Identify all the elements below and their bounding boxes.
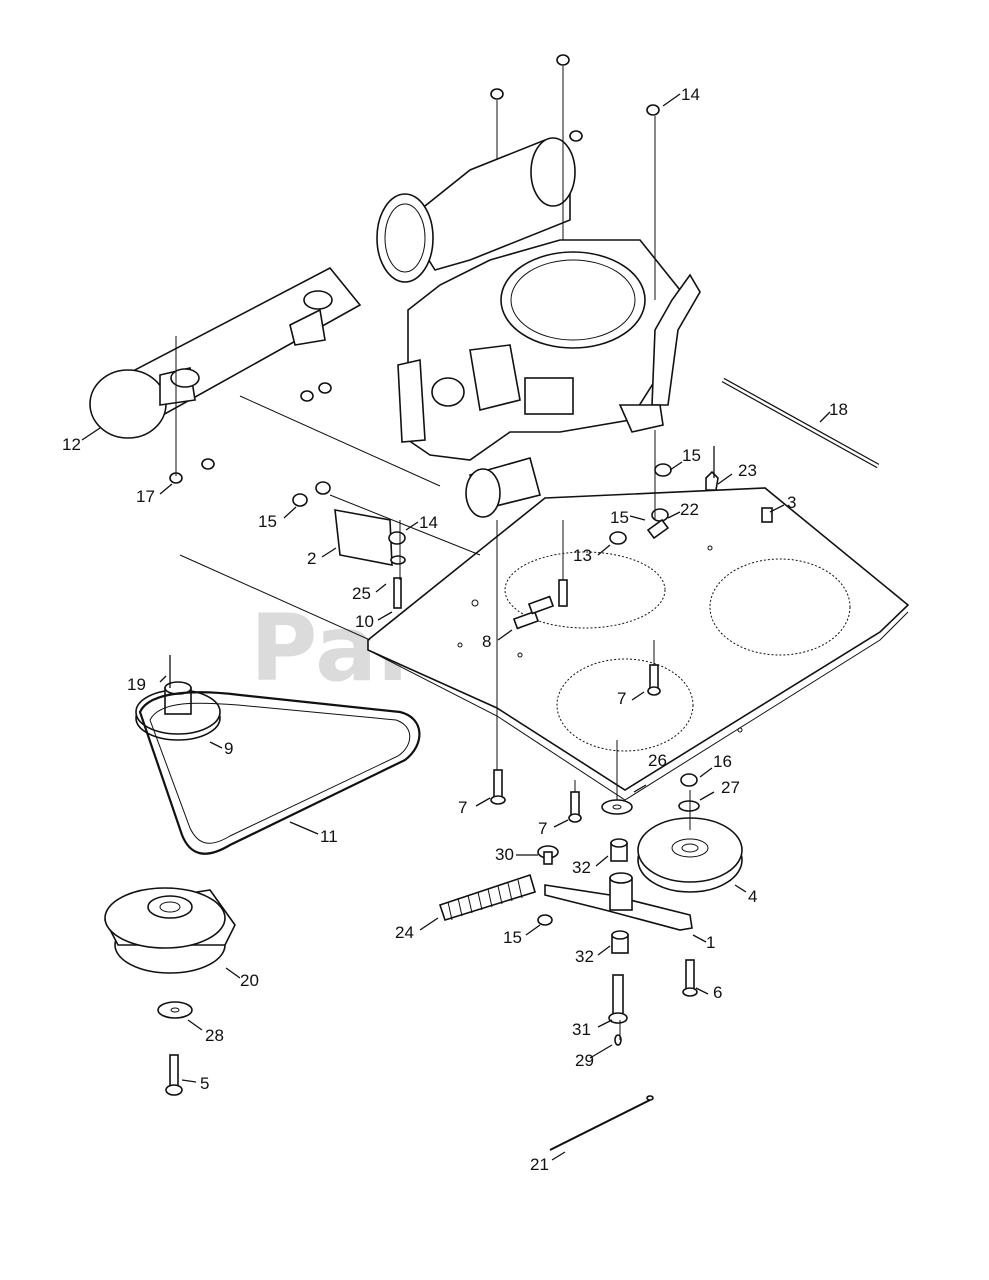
callout-9: 9 xyxy=(224,739,233,758)
small-hardware xyxy=(169,54,773,1151)
callout-13: 13 xyxy=(573,546,592,565)
electric-clutch xyxy=(104,887,236,974)
dipstick-tube xyxy=(721,377,880,469)
engine xyxy=(397,239,701,518)
engine-pulley xyxy=(135,681,221,741)
callouts: 1 2 3 4 5 6 7 7 7 8 9 10 11 12 13 14 14 … xyxy=(62,85,848,1174)
callout-6: 6 xyxy=(713,983,722,1002)
callout-8: 8 xyxy=(482,632,491,651)
center-lines xyxy=(175,66,691,1040)
tension-spring xyxy=(438,873,536,921)
callout-15d: 15 xyxy=(503,928,522,947)
callout-5: 5 xyxy=(200,1074,209,1093)
callout-20: 20 xyxy=(240,971,259,990)
callout-15a: 15 xyxy=(258,512,277,531)
callout-14a: 14 xyxy=(681,85,700,104)
clutch-hardware xyxy=(157,1001,193,1096)
idler-arm xyxy=(544,872,693,931)
callout-23: 23 xyxy=(738,461,757,480)
callout-12: 12 xyxy=(62,435,81,454)
callout-7a: 7 xyxy=(617,689,626,708)
callout-27: 27 xyxy=(721,778,740,797)
callout-28: 28 xyxy=(205,1026,224,1045)
callout-15c: 15 xyxy=(610,508,629,527)
callout-15b: 15 xyxy=(682,446,701,465)
callout-7b: 7 xyxy=(458,798,467,817)
callout-29: 29 xyxy=(575,1051,594,1070)
callout-7c: 7 xyxy=(538,819,547,838)
callout-3: 3 xyxy=(787,493,796,512)
drive-belt xyxy=(138,691,421,855)
callout-24: 24 xyxy=(395,923,414,942)
callout-26: 26 xyxy=(648,751,667,770)
callout-4: 4 xyxy=(748,887,757,906)
muffler xyxy=(89,266,362,439)
callout-31: 31 xyxy=(572,1020,591,1039)
callout-32b: 32 xyxy=(575,947,594,966)
callout-19: 19 xyxy=(127,675,146,694)
callout-17: 17 xyxy=(136,487,155,506)
callout-16: 16 xyxy=(713,752,732,771)
idler-pulley xyxy=(637,817,743,893)
callout-25: 25 xyxy=(352,584,371,603)
callout-18: 18 xyxy=(829,400,848,419)
callout-22: 22 xyxy=(680,500,699,519)
callout-32a: 32 xyxy=(572,858,591,877)
callout-21: 21 xyxy=(530,1155,549,1174)
leader-lines xyxy=(81,93,831,1161)
callout-10: 10 xyxy=(355,612,374,631)
callout-11: 11 xyxy=(320,827,338,846)
air-cleaner xyxy=(376,137,576,283)
callout-2: 2 xyxy=(307,549,316,568)
callout-1: 1 xyxy=(706,933,715,952)
engine-deck-plate xyxy=(367,487,910,801)
callout-14b: 14 xyxy=(419,513,438,532)
callout-30: 30 xyxy=(495,845,514,864)
